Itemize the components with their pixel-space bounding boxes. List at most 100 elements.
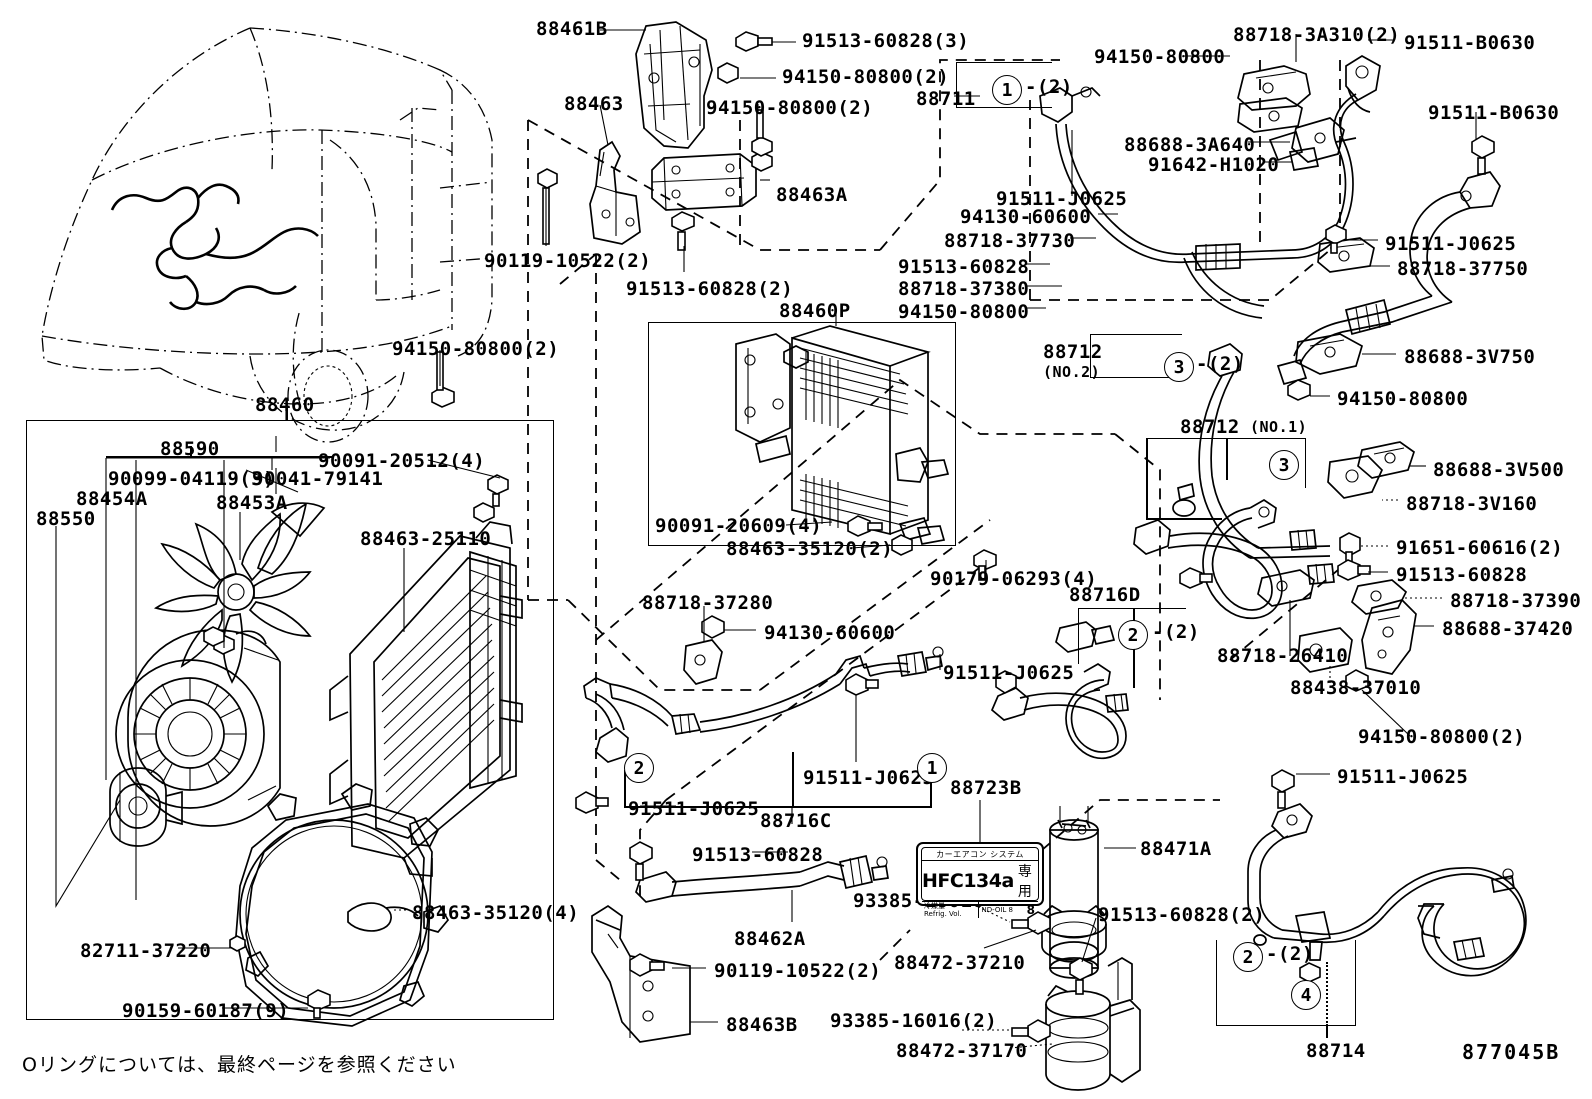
part-label-88712: 88712 xyxy=(1180,416,1240,438)
part-label-9415080800: 94150-80800 xyxy=(1094,46,1226,68)
footnote-oring: Oリングについては、最終ページを参照ください xyxy=(22,1054,457,1076)
refrigerant-label-plate: カーエアコン システム HFC134a 専 用 冷媒量 Refrig. Vol.… xyxy=(916,842,1044,919)
part-label-8847237210: 88472-37210 xyxy=(894,952,1026,974)
part-label-90119105222: 90119-10522(2) xyxy=(484,250,652,272)
vehicle-body-illustration xyxy=(41,27,493,443)
index-circle-4: 4 xyxy=(1291,980,1321,1010)
index-circle-1: 1 xyxy=(992,75,1022,105)
part-label-88454a: 88454A xyxy=(76,488,148,510)
part-label-88462a: 88462A xyxy=(734,928,806,950)
part-label-886883v500: 88688-3V500 xyxy=(1433,459,1565,481)
part-label-91511j0625: 91511-J0625 xyxy=(1337,766,1469,788)
plate-field2-sub: ND-OIL 8 xyxy=(981,906,1014,915)
part-label-9004179141: 90041-79141 xyxy=(252,468,384,490)
part-label-9415080800: 94150-80800 xyxy=(898,301,1030,323)
index-circle-3: 3 xyxy=(1164,352,1194,382)
part-label-90099041193: 90099-04119(3) xyxy=(108,468,276,490)
part-label-91511j0625: 91511-J0625 xyxy=(628,798,760,820)
part-label-88723b: 88723B xyxy=(950,777,1022,799)
part-label-94150808002: 94150-80800(2) xyxy=(706,97,874,119)
part-label-90179062934: 90179-06293(4) xyxy=(930,568,1098,590)
bracket-88716D xyxy=(1078,608,1186,664)
bracket-88716C-right xyxy=(930,770,932,808)
part-label-91511j0625: 91511-J0625 xyxy=(803,767,935,789)
part-label-9413060600: 94130-60600 xyxy=(960,206,1092,228)
part-label-91513608282: 91513-60828(2) xyxy=(626,278,794,300)
group-bar-88460 xyxy=(286,408,288,420)
part-label-88716d: 88716D xyxy=(1069,584,1141,606)
part-label-no2: (NO.2) xyxy=(1043,363,1101,381)
part-label-8871837390: 88718-37390 xyxy=(1450,590,1582,612)
part-label-88463: 88463 xyxy=(564,93,624,115)
part-label-8871837730: 88718-37730 xyxy=(944,230,1076,252)
bracket-88716C-bottom xyxy=(624,806,930,808)
part-label-886883a640: 88688-3A640 xyxy=(1124,134,1256,156)
index-circle-suffix: -(2) xyxy=(1152,621,1200,643)
bracket-88714 xyxy=(1216,940,1356,1026)
plate-field1-sub: Refrig. Vol. xyxy=(924,910,962,919)
plate-field1: 冷媒量 Refrig. Vol. xyxy=(922,902,979,919)
clamp-88718-37750 xyxy=(1317,237,1375,273)
part-label-8871837750: 88718-37750 xyxy=(1397,258,1529,280)
part-88471A-receiver-drier xyxy=(1049,806,1099,979)
bracket-88688-3A640 xyxy=(1268,117,1345,163)
bracket-88712-no2 xyxy=(1090,334,1182,378)
part-label-887183a3102: 88718-3A310(2) xyxy=(1233,24,1401,46)
part-label-91511j0625: 91511-J0625 xyxy=(1385,233,1517,255)
part-label-9413060600: 94130-60600 xyxy=(764,622,896,644)
part-label-91511j0625: 91511-J0625 xyxy=(943,662,1075,684)
clamp-88718-3A310 xyxy=(1237,65,1311,133)
group-88590-bar xyxy=(106,456,334,458)
part-label-88453a: 88453A xyxy=(216,492,288,514)
part-label-88712: 88712 xyxy=(1043,341,1103,363)
part-label-90159601879: 90159-60187(9) xyxy=(122,1000,290,1022)
part-label-8871837380: 88718-37380 xyxy=(898,278,1030,300)
part-88461B-duct xyxy=(635,21,713,149)
part-label-91651606162: 91651-60616(2) xyxy=(1396,537,1564,559)
part-88463-bracket xyxy=(589,140,641,245)
part-label-9415080800: 94150-80800 xyxy=(1337,388,1469,410)
index-circle-suffix: -(2) xyxy=(1025,76,1073,98)
part-label-88714: 88714 xyxy=(1306,1040,1366,1062)
part-label-8871837280: 88718-37280 xyxy=(642,592,774,614)
part-label-90091206094: 90091-20609(4) xyxy=(655,515,823,537)
plate-gas-row: HFC134a 専 用 xyxy=(922,861,1038,902)
part-label-88590: 88590 xyxy=(160,438,220,460)
bracket-88711 xyxy=(956,62,1052,108)
part-label-88460p: 88460P xyxy=(779,300,851,322)
part-label-91642h1020: 91642-H1020 xyxy=(1148,154,1280,176)
part-label-91511j0625: 91511-J0625 xyxy=(996,188,1128,210)
index-circle-2: 2 xyxy=(1118,620,1148,650)
part-label-8843837010: 88438-37010 xyxy=(1290,677,1422,699)
plate-header-text: カーエアコン システム xyxy=(922,848,1038,861)
bracket-88712-no1-left xyxy=(1146,438,1148,518)
part-label-8871826410: 88718-26410 xyxy=(1217,645,1349,667)
part-label-8847237170: 88472-37170 xyxy=(896,1040,1028,1062)
part-label-94150808002: 94150-80800(2) xyxy=(392,338,560,360)
plate-field1-label: 冷媒量 xyxy=(924,902,945,910)
part-label-91513608282: 91513-60828(2) xyxy=(1098,904,1266,926)
bracket-88712-no1-bottom xyxy=(1146,518,1222,520)
bracket-88716C-stem xyxy=(792,752,794,808)
bracket-88716C-left xyxy=(624,770,626,808)
index-circle-1: 1 xyxy=(917,753,947,783)
part-label-94150808002: 94150-80800(2) xyxy=(1358,726,1526,748)
sheet-reference-code: 877045B xyxy=(1462,1040,1561,1064)
part-88472-37170-bracket xyxy=(1011,957,1141,1091)
part-label-88461b: 88461B xyxy=(536,18,608,40)
part-88463A-bracket xyxy=(651,153,757,211)
part-label-90119105222: 90119-10522(2) xyxy=(714,960,882,982)
part-label-91511b0630: 91511-B0630 xyxy=(1404,32,1536,54)
part-label-9151360828: 91513-60828 xyxy=(692,844,824,866)
plate-gas-type: HFC134a xyxy=(922,870,1014,892)
part-label-88463b: 88463B xyxy=(726,1014,798,1036)
part-label-88460: 88460 xyxy=(255,394,315,416)
part-label-88463351204: 88463-35120(4) xyxy=(412,902,580,924)
part-label-90091205124: 90091-20512(4) xyxy=(318,450,486,472)
part-label-no1: (NO.1) xyxy=(1250,418,1308,436)
plate-spec-row: 冷媒量 Refrig. Vol. ND-OIL 8 8 xyxy=(922,902,1038,919)
condenser-box xyxy=(648,322,956,546)
part-label-886883v750: 88688-3V750 xyxy=(1404,346,1536,368)
bracket-88714-label-stem xyxy=(1326,1026,1328,1038)
